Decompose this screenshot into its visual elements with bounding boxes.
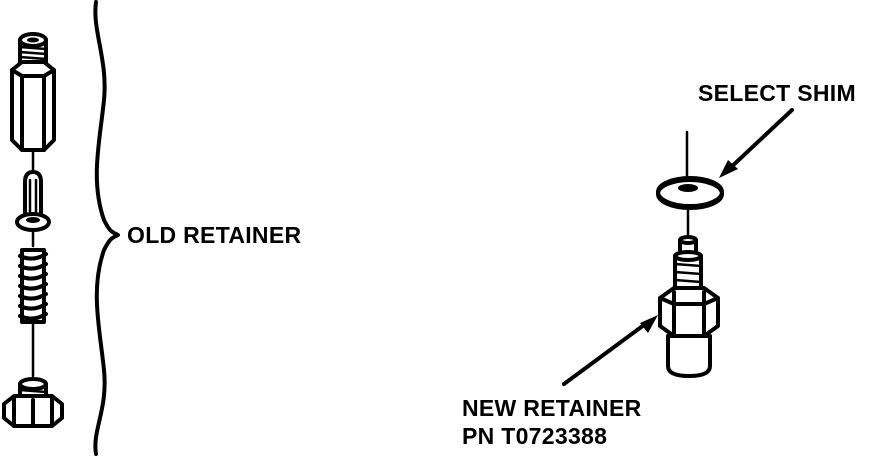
select-shim-arrow: [719, 108, 794, 178]
old-retainer-label: OLD RETAINER: [127, 222, 301, 248]
new-threaded-stem: [673, 235, 703, 292]
old-top-threaded-cap: [18, 32, 48, 64]
select-shim: [656, 176, 724, 210]
new-hex-body: [658, 286, 720, 338]
old-plunger: [23, 170, 43, 220]
new-retainer-label-line1: NEW RETAINER: [462, 395, 642, 421]
old-ring: [15, 212, 51, 232]
old-retainer-assembly: [2, 32, 64, 428]
new-retainer-arrow: [562, 315, 658, 386]
old-hex-body: [10, 60, 56, 152]
bracket-brace: [93, 0, 120, 456]
select-shim-label: SELECT SHIM: [698, 80, 856, 106]
new-lower-cylinder: [666, 334, 712, 378]
old-spring: [18, 248, 48, 324]
new-retainer-assembly: [656, 130, 724, 378]
new-retainer-part-number: PN T0723388: [462, 423, 607, 449]
old-bottom-plug: [2, 377, 64, 428]
